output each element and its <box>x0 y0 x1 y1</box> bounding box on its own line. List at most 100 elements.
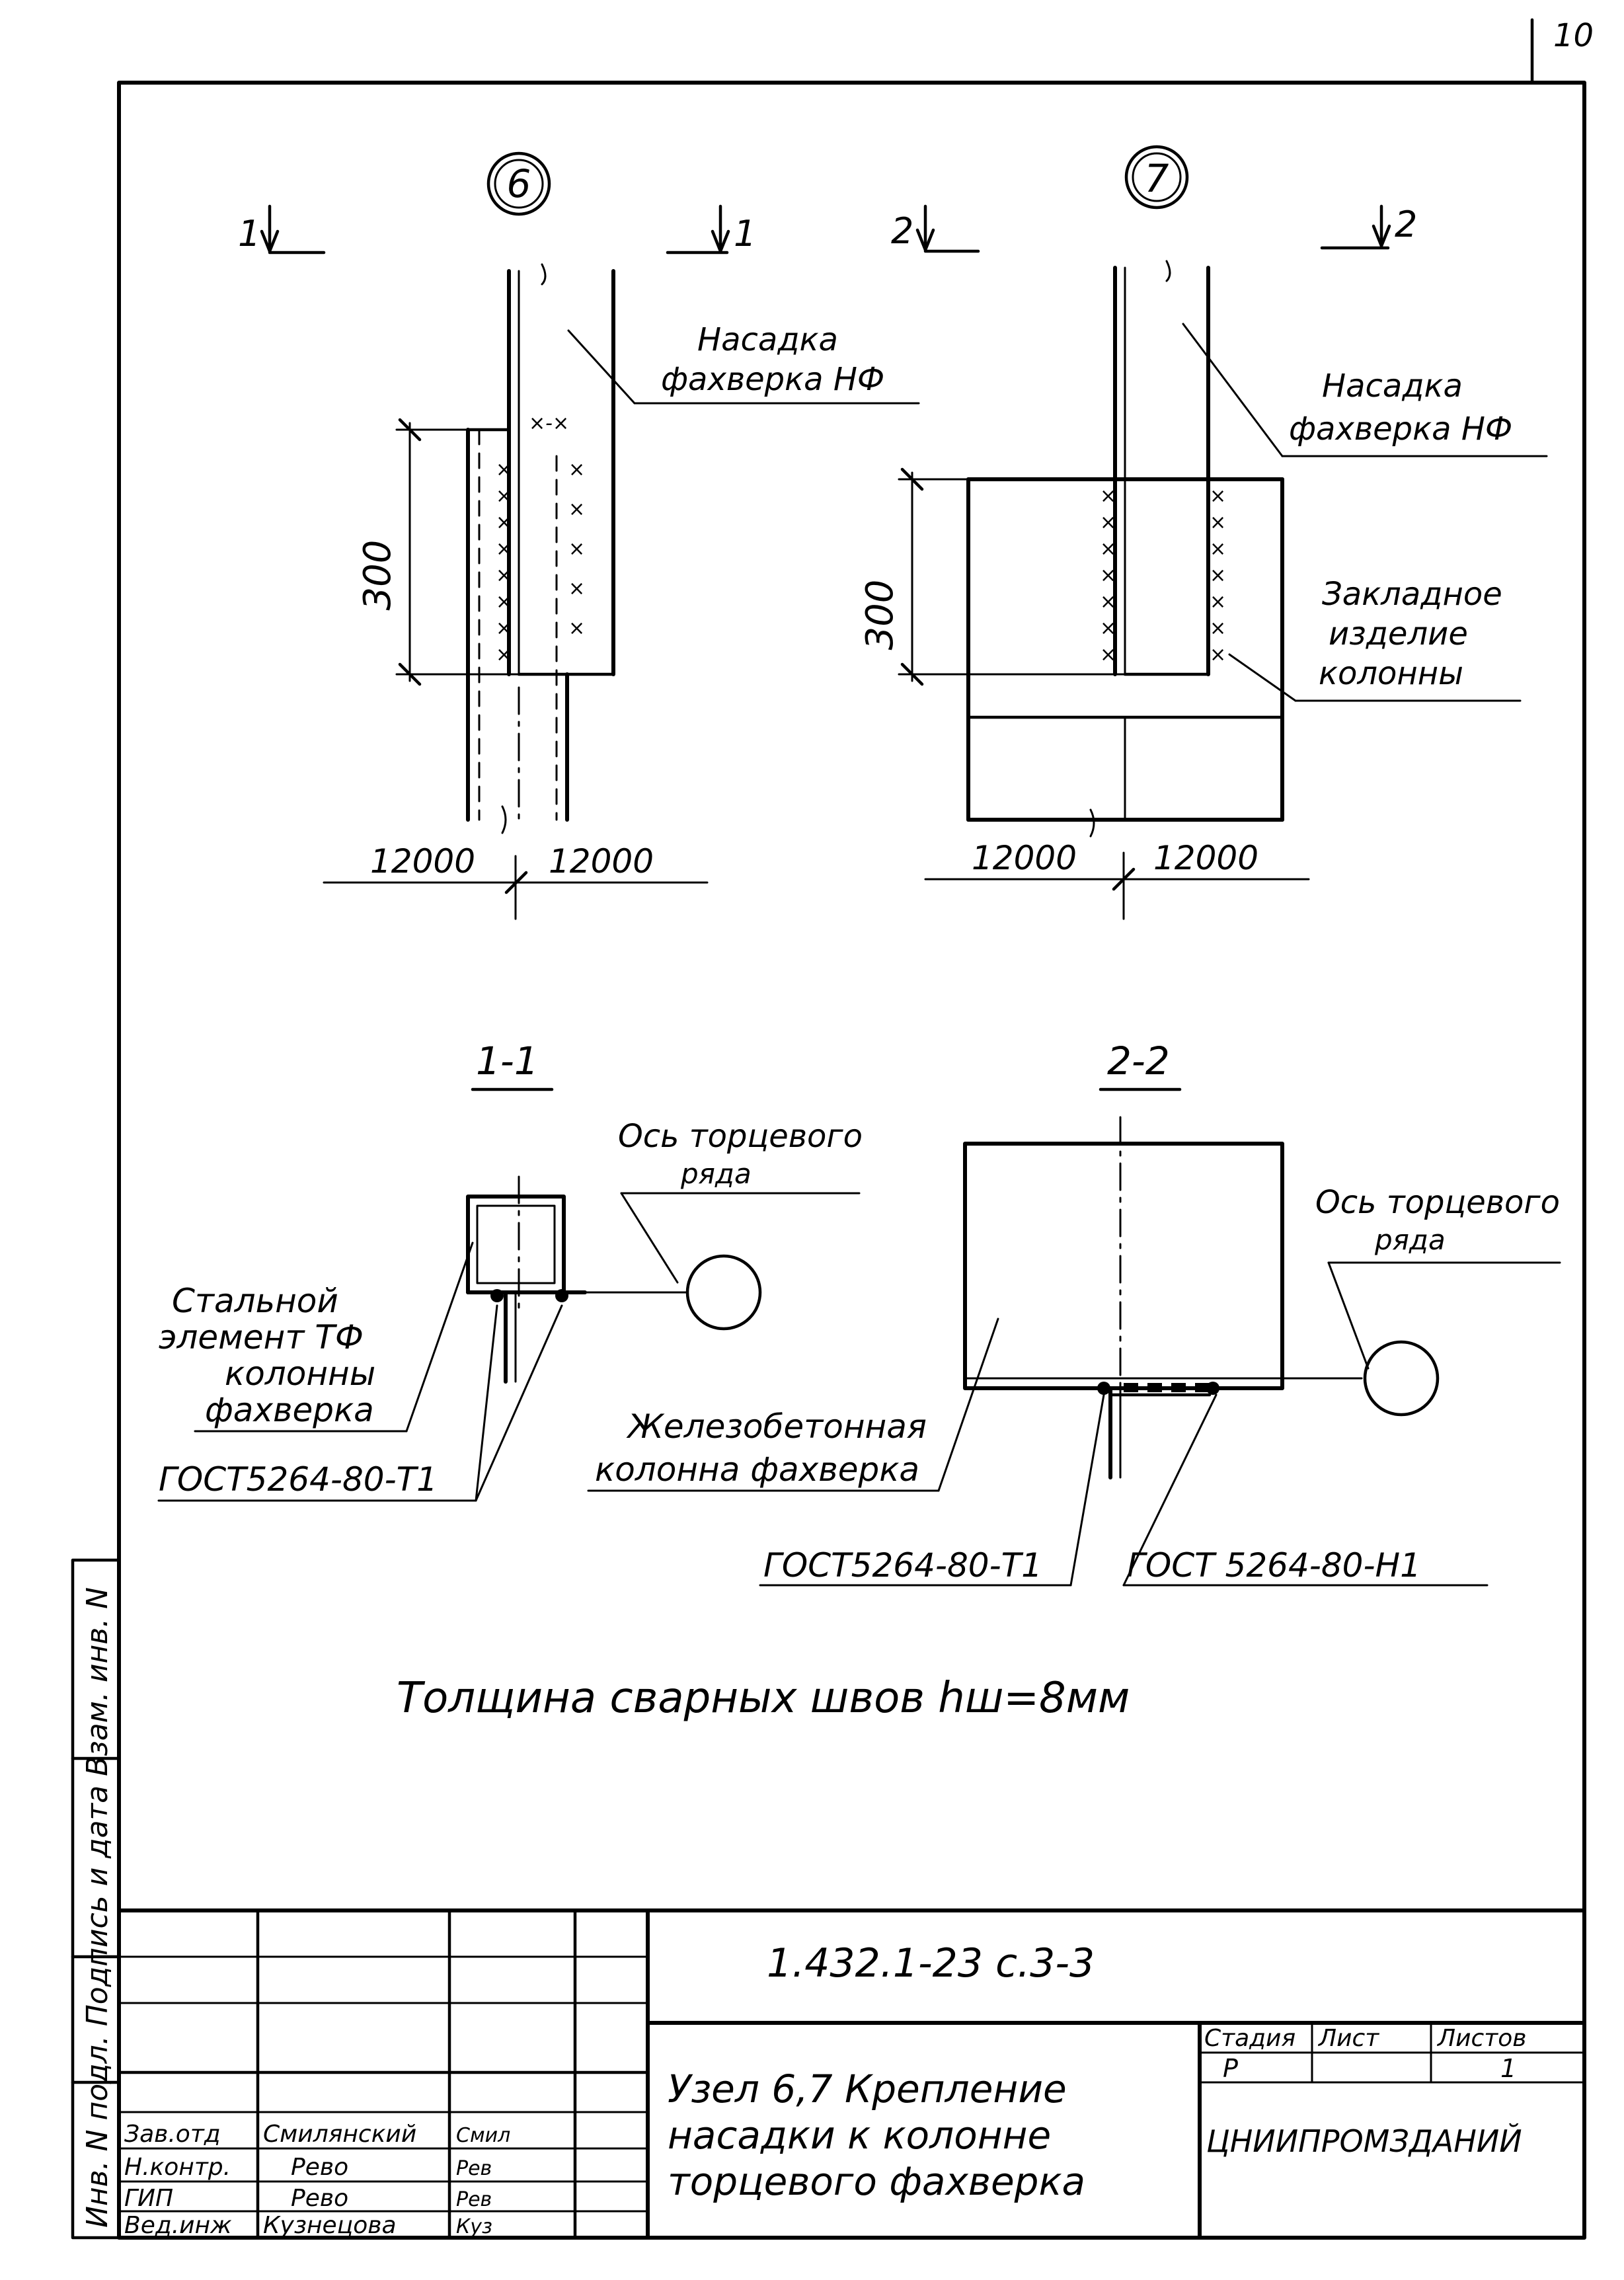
sheet-header: Лист <box>1317 2025 1379 2052</box>
section-2-2-column-line1: Железобетонная <box>626 1407 927 1446</box>
section-2-2-weld-right: ГОСТ 5264-80-Н1 <box>1127 1546 1421 1585</box>
node-6-section-right: 1 <box>734 213 756 255</box>
section-1-1: 1-1 Ось торцевого ряда Стальной элемент … <box>157 1039 863 1502</box>
node-6-circle-outer <box>486 151 551 216</box>
node-7-embed-line3: колонны <box>1319 655 1463 692</box>
section-1-1-element-line1: Стальной <box>172 1282 338 1320</box>
signer-name: Смилянский <box>263 2121 416 2148</box>
svg-text:×: × <box>1210 643 1226 666</box>
svg-text:×: × <box>1210 590 1226 613</box>
svg-text:×-×: ×-× <box>529 412 569 435</box>
section-2-2-column <box>963 1142 1284 1390</box>
document-code: 1.432.1-23 с.3-3 <box>767 1940 1095 1986</box>
svg-text:×: × <box>1100 511 1116 534</box>
section-2-2-title: 2-2 <box>1107 1039 1170 1083</box>
signer-role: Вед.инж <box>124 2212 232 2239</box>
signer-name: Рево <box>291 2185 348 2212</box>
node-6-dim-right: 12000 <box>549 842 654 881</box>
svg-text:×: × <box>1210 485 1226 508</box>
signer-role: Н.контр. <box>124 2154 231 2181</box>
node-7-section-left: 2 <box>891 210 913 252</box>
svg-text:×: × <box>1100 617 1116 640</box>
section-1-1-axis-bubble <box>685 1254 762 1331</box>
signer-role: ГИП <box>124 2185 173 2212</box>
node-7-embed-line2: изделие <box>1329 615 1468 652</box>
section-1-1-weld: ГОСТ5264-80-Т1 <box>159 1460 438 1499</box>
svg-text:×: × <box>496 485 512 508</box>
title-block: 1.432.1-23 с.3-3 Узел 6,7 Крепление наса… <box>117 1908 1586 2240</box>
svg-text:×: × <box>496 537 512 561</box>
section-1-1-element-line2: элемент ТФ <box>159 1318 364 1356</box>
svg-text:×: × <box>1210 617 1226 640</box>
title-line2: насадки к колонне <box>668 2113 1051 2158</box>
weld-thickness-note: Толщина сварных швов hш=8мм <box>397 1674 1130 1723</box>
section-2-2-weld-left: ГОСТ5264-80-Т1 <box>763 1546 1042 1585</box>
svg-text:×: × <box>496 564 512 587</box>
svg-text:×: × <box>568 537 585 561</box>
node-7-embed-line1: Закладное <box>1322 576 1502 613</box>
section-1-1-tube <box>466 1195 566 1294</box>
node-7-dim-height: 300 <box>859 580 902 650</box>
svg-text:×: × <box>1210 564 1226 587</box>
signer-signature: Рев <box>456 2157 492 2180</box>
svg-text:×: × <box>1210 511 1226 534</box>
node-7-label-line2: фахверка НФ <box>1289 411 1512 448</box>
organization: ЦНИИПРОМЗДАНИЙ <box>1206 2123 1522 2159</box>
node-6: 6 1 1 ××× ××× ×× ××× ×××-× <box>238 151 920 920</box>
sheets-header: Листов <box>1436 2025 1526 2052</box>
node-7: 7 2 2 × × × × × × × × × × × × × × <box>859 145 1548 920</box>
section-2-2-column-line2: колонна фахверка <box>595 1450 919 1489</box>
section-2-2: 2-2 Ось торцевого ряда Железобетонная ко… <box>587 1039 1561 1587</box>
section-2-2-weld-row <box>1124 1383 1210 1392</box>
stage-value: Р <box>1223 2054 1238 2083</box>
node-7-label-line1: Насадка <box>1322 368 1463 405</box>
sheet-frame <box>71 18 1586 2240</box>
svg-text:×: × <box>1100 643 1116 666</box>
node-7-weld-marks: × × × × × × × × × × × × × × <box>1100 485 1226 666</box>
svg-text:×: × <box>1100 564 1116 587</box>
svg-text:×: × <box>568 577 585 600</box>
svg-text:×: × <box>1100 485 1116 508</box>
section-2-2-axis-bubble <box>1363 1340 1440 1417</box>
node-7-id: 7 <box>1145 156 1169 201</box>
title-line1: Узел 6,7 Крепление <box>668 2066 1067 2111</box>
node-6-dim-height: 300 <box>356 540 399 611</box>
node-7-section-right: 2 <box>1395 204 1417 245</box>
node-6-label-line2: фахверка НФ <box>661 361 884 398</box>
svg-text:×: × <box>568 498 585 521</box>
side-stamp: Инв. N подл. Подпись и дата Взам. инв. N <box>81 1587 114 2228</box>
svg-text:×: × <box>496 511 512 534</box>
svg-text:×: × <box>496 458 512 481</box>
node-7-circle-inner <box>1132 152 1182 202</box>
node-7-dim-left: 12000 <box>972 839 1077 877</box>
svg-text:×: × <box>496 617 512 640</box>
section-2-2-axis-line1: Ось торцевого <box>1315 1184 1560 1221</box>
svg-text:×: × <box>496 643 512 666</box>
signer-signature: Рев <box>456 2188 492 2211</box>
title-line3: торцевого фахверка <box>668 2159 1085 2204</box>
section-1-1-axis-line2: ряда <box>680 1158 752 1190</box>
signers-table: Зав.отд Смилянский Смил Н.контр. Рево Ре… <box>124 2121 510 2239</box>
signer-role: Зав.отд <box>124 2121 221 2148</box>
signer-signature: Смил <box>456 2124 510 2147</box>
section-1-1-element-line4: фахверка <box>205 1391 374 1429</box>
section-2-2-axis-line2: ряда <box>1374 1224 1446 1256</box>
section-1-1-title: 1-1 <box>476 1039 539 1083</box>
stage-header: Стадия <box>1204 2025 1295 2052</box>
node-6-dim-left: 12000 <box>370 842 475 881</box>
svg-text:×: × <box>1100 590 1116 613</box>
svg-text:×: × <box>568 617 585 640</box>
sheets-value: 1 <box>1500 2054 1516 2083</box>
signer-signature: Куз <box>456 2215 492 2238</box>
svg-text:×: × <box>568 458 585 481</box>
node-6-id: 6 <box>507 161 531 206</box>
section-1-1-axis-line1: Ось торцевого <box>618 1118 863 1155</box>
svg-text:×: × <box>1100 537 1116 561</box>
node-6-circle-inner <box>494 159 544 209</box>
svg-text:×: × <box>496 590 512 613</box>
node-7-dim-right: 12000 <box>1153 839 1258 877</box>
node-7-circle-outer <box>1124 145 1189 210</box>
svg-text:×: × <box>1210 537 1226 561</box>
node-6-weld-marks: × × × × × × × × × × × × × ×-× <box>496 412 585 666</box>
node-6-label-line1: Насадка <box>697 321 838 358</box>
